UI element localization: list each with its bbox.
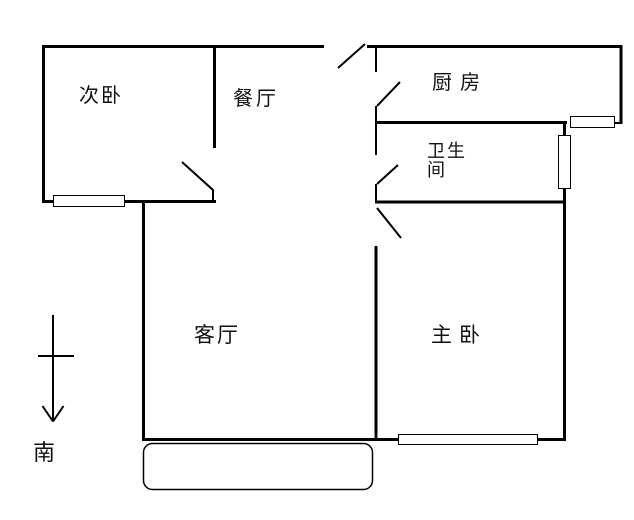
south-label: 南: [33, 441, 56, 466]
door-master-bedroom: [376, 207, 402, 239]
room-label-master-bedroom: 主卧: [431, 323, 487, 347]
door-secondary-bedroom: [181, 161, 214, 202]
room-label-secondary-bedroom: 次卧: [79, 83, 123, 107]
south-arrow-icon: [38, 315, 74, 423]
room-label-dining-room: 餐厅: [233, 86, 279, 110]
door-kitchen: [376, 81, 401, 107]
window-secondary-bedroom: [53, 195, 125, 207]
balcony-outline: [142, 442, 374, 491]
door-entrance: [337, 43, 366, 69]
window-kitchen: [570, 116, 615, 128]
room-label-living-room: 客厅: [194, 323, 240, 347]
window-bathroom: [558, 135, 571, 189]
door-bathroom: [376, 164, 399, 185]
room-label-bathroom: 卫生间: [427, 141, 467, 181]
compass-arrowhead-right: [52, 405, 65, 423]
room-label-kitchen: 厨房: [432, 70, 488, 94]
window-master-bedroom: [398, 434, 538, 445]
compass-arrowhead-left: [41, 405, 54, 423]
